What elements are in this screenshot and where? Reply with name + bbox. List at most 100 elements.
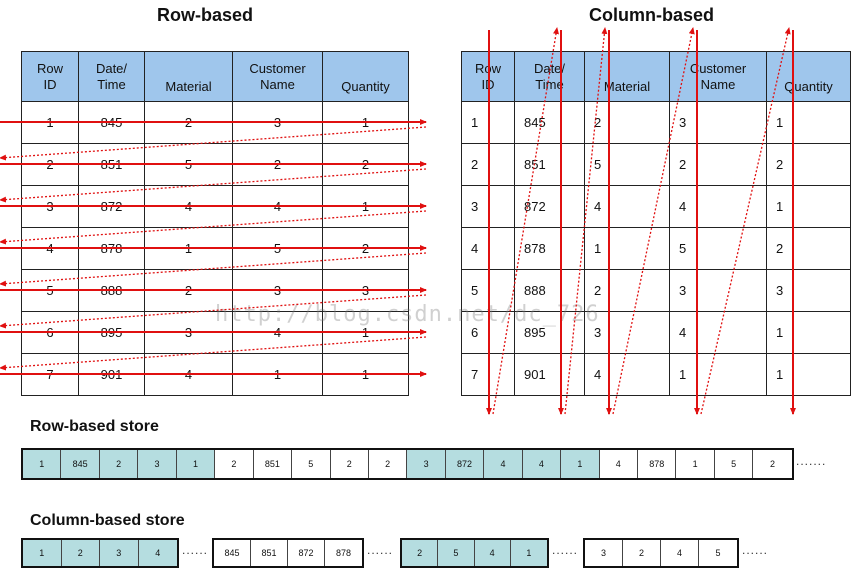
cell-date-time: 878 [78,227,145,270]
cell-quantity: 1 [766,101,851,144]
column-store-cell: 845 [214,540,251,566]
row-store-cell: 1 [676,450,715,478]
cell-customer-name: 4 [669,311,767,354]
column-store-cell: 4 [661,540,699,566]
column-based-store-label: Column-based store [30,512,185,529]
row-store-cell: 851 [254,450,293,478]
cell-row-id: 2 [21,143,79,186]
cell-customer-name: 2 [669,143,767,186]
cell-date-time: 872 [514,185,585,228]
column-store-cell: 851 [251,540,288,566]
cell-customer-name: 3 [669,101,767,144]
cell-customer-name: 4 [232,185,323,228]
column-store-gap: ...... [552,543,579,557]
column-store-cell: 2 [623,540,661,566]
cell-material: 1 [584,227,670,270]
cell-row-id: 3 [21,185,79,228]
header-customer-name: Customer Name [669,51,767,102]
row-store-cell: 2 [99,450,139,478]
cell-customer-name: 3 [669,269,767,312]
cell-quantity: 2 [322,227,409,270]
row-store-cell: 845 [61,450,100,478]
row-store-cell: 4 [484,450,523,478]
cell-date-time: 851 [514,143,585,186]
cell-date-time: 872 [78,185,145,228]
cell-material: 5 [144,143,233,186]
cell-date-time: 845 [78,101,145,144]
row-based-title: Row-based [157,5,254,25]
cell-customer-name: 1 [232,353,323,396]
cell-material: 1 [144,227,233,270]
cell-quantity: 1 [322,101,409,144]
column-store-gap: ...... [367,543,394,557]
row-store-cell: 3 [407,450,446,478]
cell-row-id: 1 [21,101,79,144]
row-store-cell: 1 [23,450,62,478]
cell-date-time: 901 [514,353,585,396]
row-store-cell: 2 [215,450,254,478]
header-material: Material [144,51,233,102]
cell-quantity: 1 [322,185,409,228]
row-store-cell: 2 [331,450,369,478]
cell-row-id: 6 [21,311,79,354]
column-store-cell: 4 [138,540,177,566]
cell-customer-name: 1 [669,353,767,396]
column-store-cell: 2 [61,540,100,566]
cell-material: 4 [584,353,670,396]
watermark: http://blog.csdn.net/dc_726 [215,302,600,327]
row-store-cell: 5 [292,450,331,478]
cell-customer-name: 2 [232,143,323,186]
header-customer-name: Customer Name [232,51,323,102]
row-based-store-label: Row-based store [30,418,159,435]
cell-row-id: 5 [21,269,79,312]
cell-date-time: 888 [78,269,145,312]
cell-customer-name: 3 [232,101,323,144]
row-store-cell: 878 [638,450,677,478]
cell-row-id: 4 [21,227,79,270]
cell-material: 2 [144,101,233,144]
cell-quantity: 1 [766,185,851,228]
cell-date-time: 851 [78,143,145,186]
column-store-cell: 5 [438,540,475,566]
row-store-cell: 5 [715,450,754,478]
column-store-cell: 4 [474,540,511,566]
header-row-id: Row ID [461,51,515,102]
cell-customer-name: 5 [669,227,767,270]
cell-date-time: 895 [78,311,145,354]
cell-row-id: 7 [461,353,515,396]
header-date-time: Date/ Time [514,51,585,102]
column-store-continuation: ...... [742,543,769,557]
cell-row-id: 3 [461,185,515,228]
column-store-gap: ...... [182,543,209,557]
column-store-cell: 5 [715,548,721,558]
column-store-cell: 1 [510,540,547,566]
cell-quantity: 1 [322,353,409,396]
header-material: Material [584,51,670,102]
row-store-continuation: ....... [796,454,827,468]
cell-row-id: 4 [461,227,515,270]
header-quantity: Quantity [322,51,409,102]
cell-material: 4 [144,185,233,228]
column-store-cell: 878 [335,548,352,558]
cell-date-time: 845 [514,101,585,144]
header-row-id: Row ID [21,51,79,102]
cell-customer-name: 5 [232,227,323,270]
row-store-cell: 2 [369,450,408,478]
cell-material: 2 [584,101,670,144]
row-store-cell: 4 [600,450,638,478]
column-based-title: Column-based [589,5,715,25]
